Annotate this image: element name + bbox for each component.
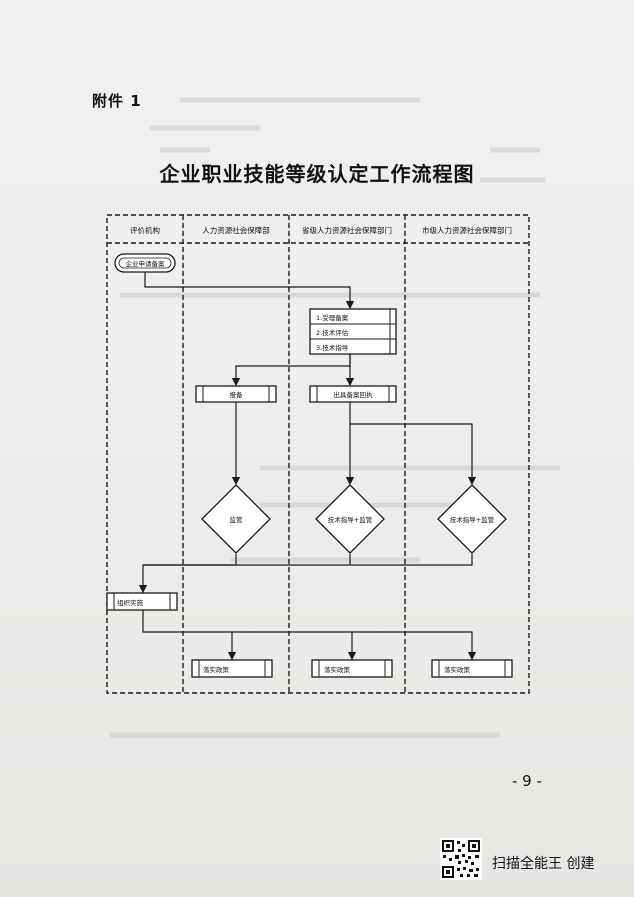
apply-box: 企业申请备案 (114, 253, 176, 273)
lane-header-evaluator: 评价机构 (130, 225, 160, 235)
policy-label-city: 落实政策 (444, 665, 471, 674)
lane-header-city: 市级人力资源社会保障部门 (422, 225, 512, 235)
swimlane-frame (106, 214, 530, 694)
apply-label: 企业申请备案 (126, 259, 166, 268)
evaluate-label: 2.技术评估 (316, 328, 349, 337)
connectors (138, 272, 477, 661)
report-box: 报备 (195, 385, 277, 403)
attachment-label: 附件 1 (92, 92, 142, 110)
accept-evaluate-guide-box: 1.受理备案 2.技术评估 3.技术指导 (309, 308, 397, 355)
page-title: 企业职业技能等级认定工作流程图 (159, 162, 475, 186)
lane-header-provincial: 省级人力资源社会保障部门 (302, 225, 392, 235)
report-label: 报备 (230, 390, 244, 399)
policy-label-ministry: 落实政策 (203, 665, 230, 674)
policy-label-provincial: 落实政策 (324, 665, 351, 674)
guide-label: 3.技术指导 (316, 343, 349, 352)
accept-label: 1.受理备案 (316, 313, 349, 322)
supervise-diamond: 监管 (201, 484, 271, 554)
lane-header-ministry: 人力资源社会保障部 (202, 225, 270, 235)
policy-box-city: 落实政策 (431, 659, 513, 678)
organize-box: 组织实施 (106, 592, 178, 611)
provincial-guide-label: 技术指导+监管 (328, 515, 373, 524)
organize-label: 组织实施 (117, 598, 144, 607)
policy-box-provincial: 落实政策 (311, 659, 393, 678)
city-guide-diamond: 技术指导+监管 (437, 484, 507, 554)
receipt-box: 出具备案回执 (309, 385, 397, 403)
scanner-watermark: 扫描全能王 创建 (492, 856, 595, 872)
provincial-guide-diamond: 技术指导+监管 (315, 484, 385, 554)
page-number: - 9 - (512, 772, 542, 790)
receipt-label: 出具备案回执 (334, 390, 374, 399)
supervise-label: 监管 (230, 515, 244, 524)
city-guide-label: 技术指导+监管 (450, 515, 495, 524)
qr-code-icon (440, 838, 482, 880)
policy-box-ministry: 落实政策 (191, 659, 273, 678)
